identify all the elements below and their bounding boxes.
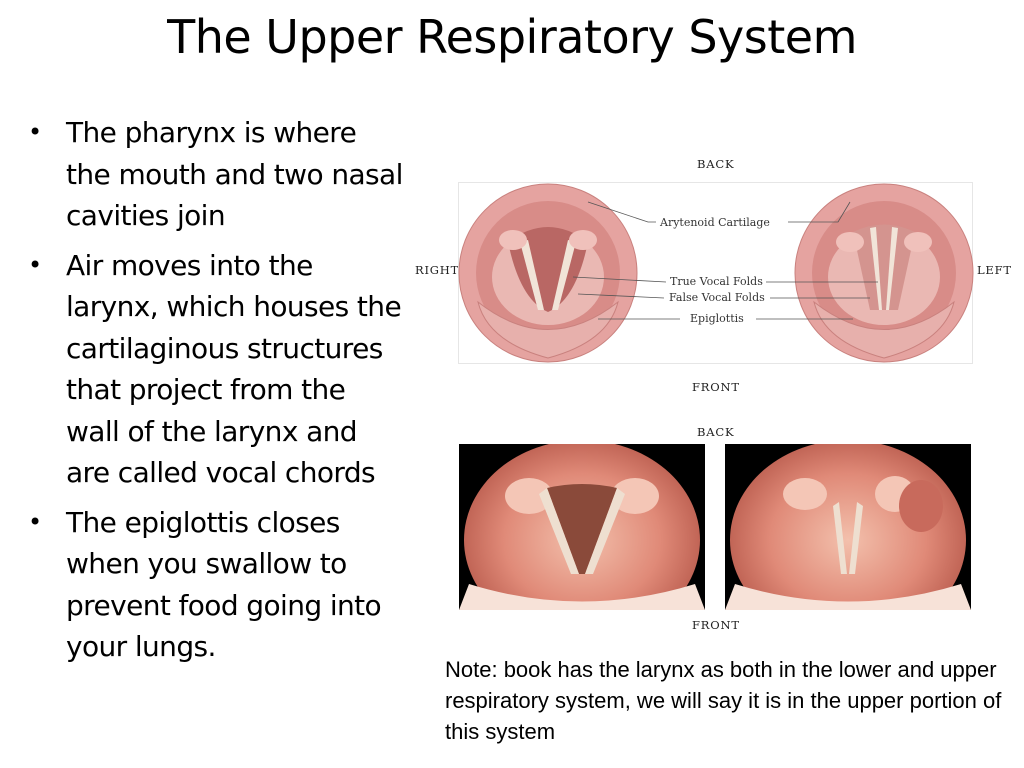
- closed-larynx-drawing: [794, 183, 974, 363]
- bullet-text: The epiglottis closes when you swallow t…: [66, 505, 382, 664]
- diagram-right-label: RIGHT: [415, 263, 460, 277]
- diagram-back-label: BACK: [697, 157, 735, 171]
- photo-back-label: BACK: [697, 425, 735, 439]
- bullet-list: • The pharynx is where the mouth and two …: [24, 112, 404, 676]
- bullet-item: • Air moves into the larynx, which houses…: [24, 245, 404, 494]
- slide-title: The Upper Respiratory System: [167, 10, 857, 64]
- bullet-text: Air moves into the larynx, which houses …: [66, 248, 402, 490]
- callout-false-vocal-folds: False Vocal Folds: [667, 291, 767, 304]
- bullet-text: The pharynx is where the mouth and two n…: [66, 116, 403, 232]
- diagram-front-label: FRONT: [692, 380, 740, 394]
- endoscopy-photo-closed: [725, 444, 971, 610]
- bullet-icon: •: [28, 250, 42, 279]
- larynx-illustration: [458, 182, 974, 364]
- bullet-icon: •: [28, 507, 42, 536]
- bullet-item: • The epiglottis closes when you swallow …: [24, 502, 404, 668]
- callout-arytenoid: Arytenoid Cartilage: [658, 216, 772, 229]
- endoscopy-photo-open: [459, 444, 705, 610]
- callout-epiglottis: Epiglottis: [688, 312, 746, 325]
- bullet-icon: •: [28, 118, 42, 146]
- callout-true-vocal-folds: True Vocal Folds: [668, 275, 765, 288]
- note-text: Note: book has the larynx as both in the…: [445, 657, 1002, 744]
- photo-front-label: FRONT: [692, 618, 740, 632]
- open-larynx-drawing: [458, 183, 638, 363]
- bullet-item: • The pharynx is where the mouth and two …: [24, 112, 404, 237]
- diagram-left-label: LEFT: [977, 263, 1012, 277]
